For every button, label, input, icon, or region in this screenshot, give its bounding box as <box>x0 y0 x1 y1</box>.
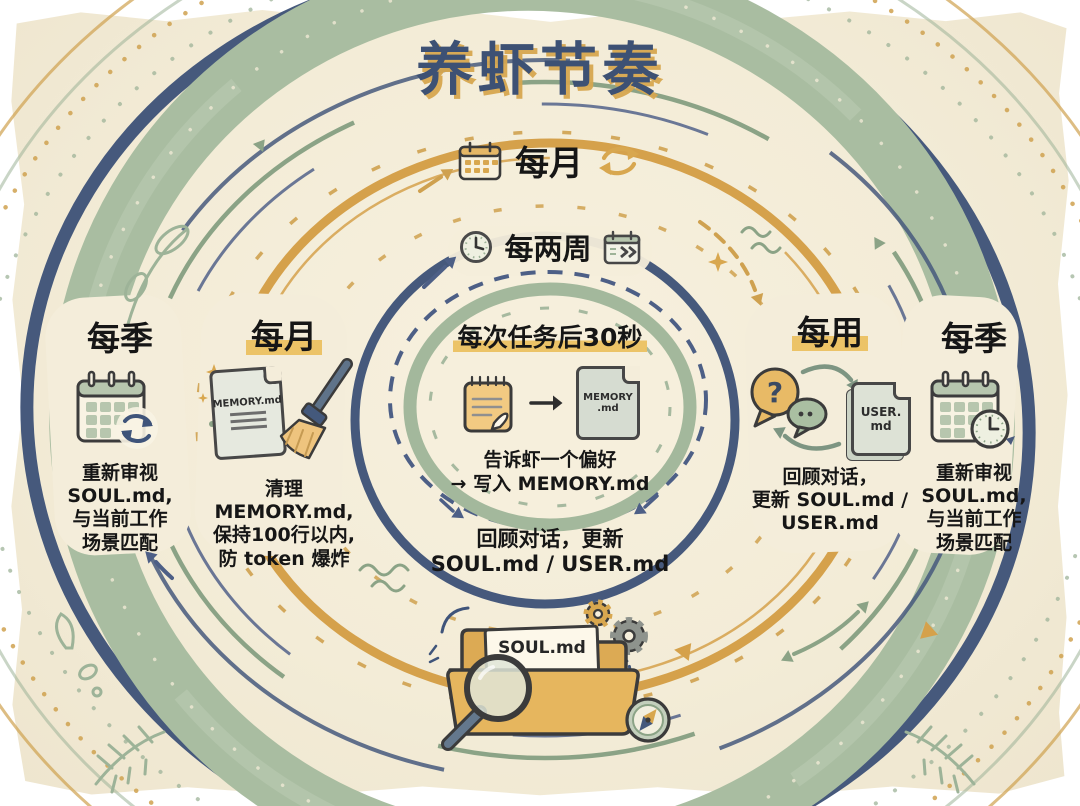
memory-file-name: MEMORY <box>583 391 633 403</box>
fern-icon <box>94 725 166 794</box>
calendar-next-icon <box>603 230 640 265</box>
center-caption: 告诉虾一个偏好 → 写入 MEMORY.md <box>450 449 650 495</box>
section-quarterly-right: 每季 重新审视 SOUL.md, 与当 <box>896 312 1052 555</box>
user-file-ext: md <box>870 419 892 433</box>
arrow-right-icon <box>529 395 563 411</box>
leaf-decorations <box>55 224 190 698</box>
quarterly-left-icon <box>40 368 200 456</box>
calendar-clock-icon <box>930 370 1015 449</box>
monthly-left-text: 清理 MEMORY.md, 保持100行以内, 防 token 爆炸 <box>213 478 355 570</box>
section-per-use-right: 每用 ? USER. md 回顾对话， 更新 SOUL.md / U <box>744 306 916 536</box>
soul-file-label: SOUL.md <box>498 638 586 658</box>
ring-label-monthly: 每月 <box>400 136 700 185</box>
squiggle-decorations <box>358 226 782 593</box>
section-monthly-left: 每月 MEMORY.md 清理 MEMORY.md, 保持100行以内, 防 t… <box>202 310 366 571</box>
memory-file-ext: .md <box>597 403 619 414</box>
per-use-label: 每用 <box>792 306 868 354</box>
quarterly-left-label: 每季 <box>87 319 153 358</box>
center-icon-row: MEMORY .md <box>412 366 688 440</box>
page-title: 养虾节奏 <box>416 37 664 103</box>
quarterly-left-text: 重新审视 SOUL.md, 与当前工作 场景匹配 <box>67 462 173 554</box>
ring-label-biweekly-text: 每两周 <box>504 232 592 266</box>
soul-folder-icon <box>428 599 671 751</box>
center-core: 每次任务后30秒 MEMORY . <box>412 318 688 497</box>
quarterly-right-label: 每季 <box>941 319 1007 358</box>
quarterly-right-text: 重新审视 SOUL.md, 与当前工作 场景匹配 <box>921 462 1027 554</box>
calendar-refresh-icon <box>76 370 158 449</box>
gear-icons <box>583 599 648 655</box>
reply-bubble-icon <box>786 397 828 431</box>
clock-icon <box>460 231 493 263</box>
calendar-icon <box>458 141 502 180</box>
refresh-cycle-icon <box>599 146 639 175</box>
magnifier-icon <box>441 654 532 751</box>
center-heading: 每次任务后30秒 <box>452 318 648 354</box>
section-quarterly-left: 每季 重新审视 SOUL.md, <box>40 312 200 555</box>
per-use-text: 回顾对话， 更新 SOUL.md / USER.md <box>751 466 909 535</box>
chat-cycle-icon: ? <box>750 364 858 451</box>
monthly-left-label: 每月 <box>246 310 322 358</box>
quarterly-right-icon <box>896 368 1052 456</box>
biweekly-action-text: 回顾对话，更新 SOUL.md / USER.md <box>430 527 670 577</box>
user-file-name: USER. <box>860 404 902 419</box>
question-mark-glyph: ? <box>767 376 783 409</box>
user-file-icon: USER. md <box>851 382 911 456</box>
compass-icon <box>625 697 671 743</box>
notepad-icon <box>463 375 513 433</box>
soul-folder-illustration: SOUL.md <box>426 594 678 754</box>
broom-icon <box>279 358 353 460</box>
chat-review-icon: ? USER. md <box>745 356 915 460</box>
ring-label-monthly-text: 每月 <box>515 144 583 184</box>
memory-cleanup-icon: MEMORY.md <box>202 358 366 472</box>
memory-file-icon: MEMORY .md <box>576 366 640 440</box>
flow-arrows <box>145 139 939 662</box>
ring-label-biweekly: 每两周 <box>400 226 700 268</box>
